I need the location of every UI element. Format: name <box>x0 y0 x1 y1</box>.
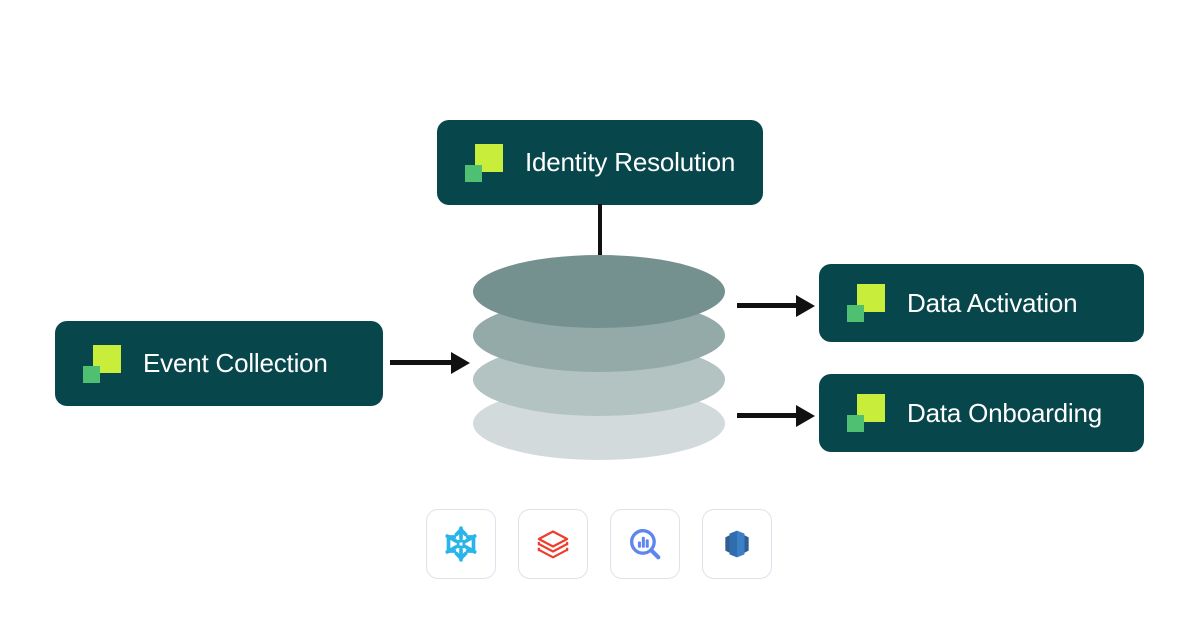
integration-tile-redshift[interactable] <box>702 509 772 579</box>
node-data-activation[interactable]: Data Activation <box>819 264 1144 342</box>
redshift-icon <box>725 530 749 558</box>
brand-squares-icon <box>847 394 885 432</box>
connector-identity-to-store <box>598 204 602 266</box>
node-label-identity-resolution: Identity Resolution <box>525 147 736 177</box>
node-event-collection[interactable]: Event Collection <box>55 321 383 406</box>
snowflake-icon <box>445 526 477 562</box>
node-identity-resolution[interactable]: Identity Resolution <box>437 120 763 205</box>
arrow-store-to-onboarding <box>737 405 817 427</box>
bigquery-icon <box>630 529 661 560</box>
integration-tile-bigquery[interactable] <box>610 509 680 579</box>
cylinder-layer-1 <box>473 255 725 328</box>
arrow-store-to-activation <box>737 295 817 317</box>
integration-logos <box>426 509 772 579</box>
node-label-data-onboarding: Data Onboarding <box>907 397 1103 428</box>
integration-tile-snowflake[interactable] <box>426 509 496 579</box>
data-warehouse-cylinder <box>473 255 725 467</box>
arrow-event-to-store <box>390 352 472 374</box>
databricks-icon <box>537 530 569 559</box>
brand-squares-icon <box>847 284 885 322</box>
brand-squares-icon <box>465 143 503 182</box>
brand-squares-icon <box>83 344 121 383</box>
node-data-onboarding[interactable]: Data Onboarding <box>819 374 1144 452</box>
integration-tile-databricks[interactable] <box>518 509 588 579</box>
node-label-event-collection: Event Collection <box>143 348 328 378</box>
node-label-data-activation: Data Activation <box>907 287 1078 318</box>
